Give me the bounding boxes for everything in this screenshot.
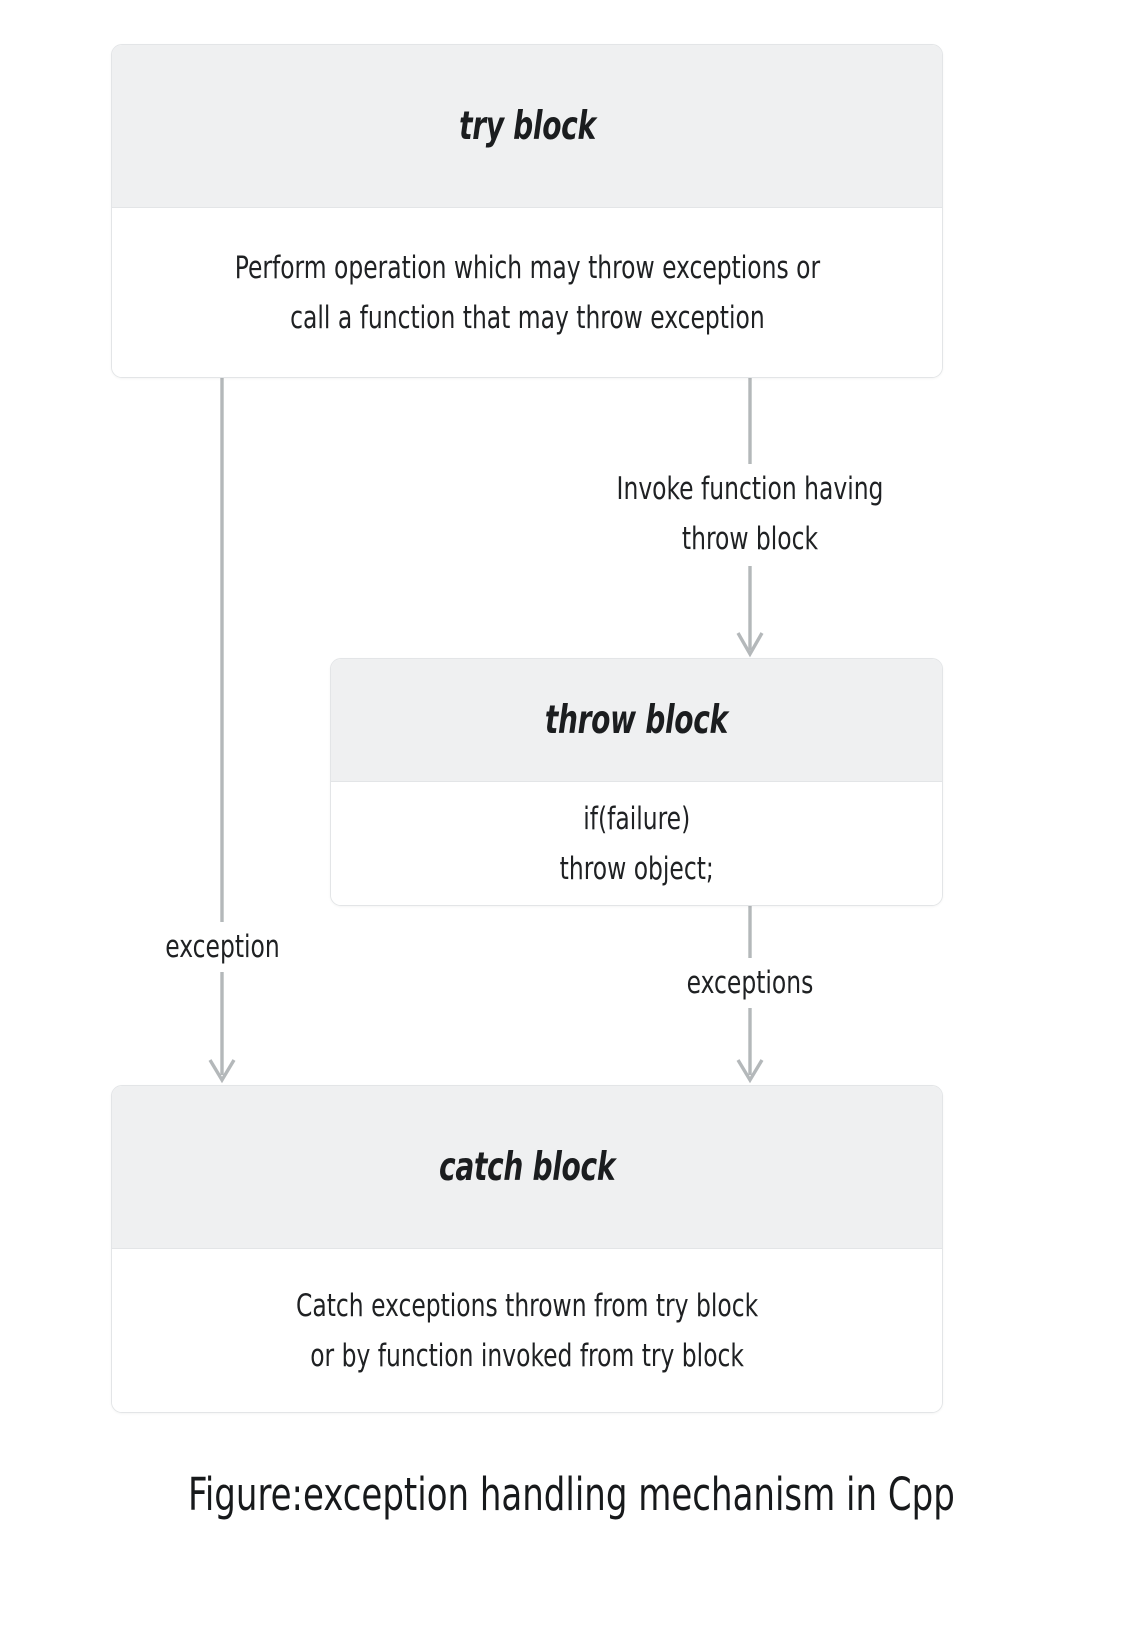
node-try-block-header: try block bbox=[112, 45, 942, 208]
node-throw-block-title: throw block bbox=[544, 697, 728, 743]
edge-throw-to-catch-arrowhead bbox=[736, 1059, 764, 1084]
edge-label-throw-to-catch: exceptions bbox=[624, 958, 876, 1008]
node-catch-block[interactable]: catch block Catch exceptions thrown from… bbox=[111, 1085, 943, 1413]
node-catch-block-body-text: Catch exceptions thrown from try block o… bbox=[295, 1288, 759, 1374]
node-throw-block-header: throw block bbox=[331, 659, 942, 782]
figure-caption-text: Figure:exception handling mechanism in C… bbox=[187, 1468, 955, 1521]
node-try-block[interactable]: try block Perform operation which may th… bbox=[111, 44, 943, 378]
edge-label-try-to-catch: exception bbox=[107, 922, 338, 972]
node-catch-block-body: Catch exceptions thrown from try block o… bbox=[112, 1249, 942, 1412]
edge-try-to-catch-arrowhead bbox=[208, 1059, 236, 1084]
node-throw-block-body-text: if(failure) throw object; bbox=[559, 801, 714, 887]
node-throw-block-body: if(failure) throw object; bbox=[331, 782, 942, 905]
edge-try-to-throw-arrowhead bbox=[736, 632, 764, 658]
edge-label-try-to-throw: Invoke function having throw block bbox=[556, 464, 944, 564]
node-try-block-body-text: Perform operation which may throw except… bbox=[234, 249, 820, 336]
node-try-block-title: try block bbox=[458, 103, 596, 149]
node-catch-block-title: catch block bbox=[438, 1144, 616, 1190]
node-catch-block-header: catch block bbox=[112, 1086, 942, 1249]
node-throw-block[interactable]: throw block if(failure) throw object; bbox=[330, 658, 943, 906]
node-try-block-body: Perform operation which may throw except… bbox=[112, 208, 942, 377]
figure-caption: Figure:exception handling mechanism in C… bbox=[0, 1468, 1142, 1521]
